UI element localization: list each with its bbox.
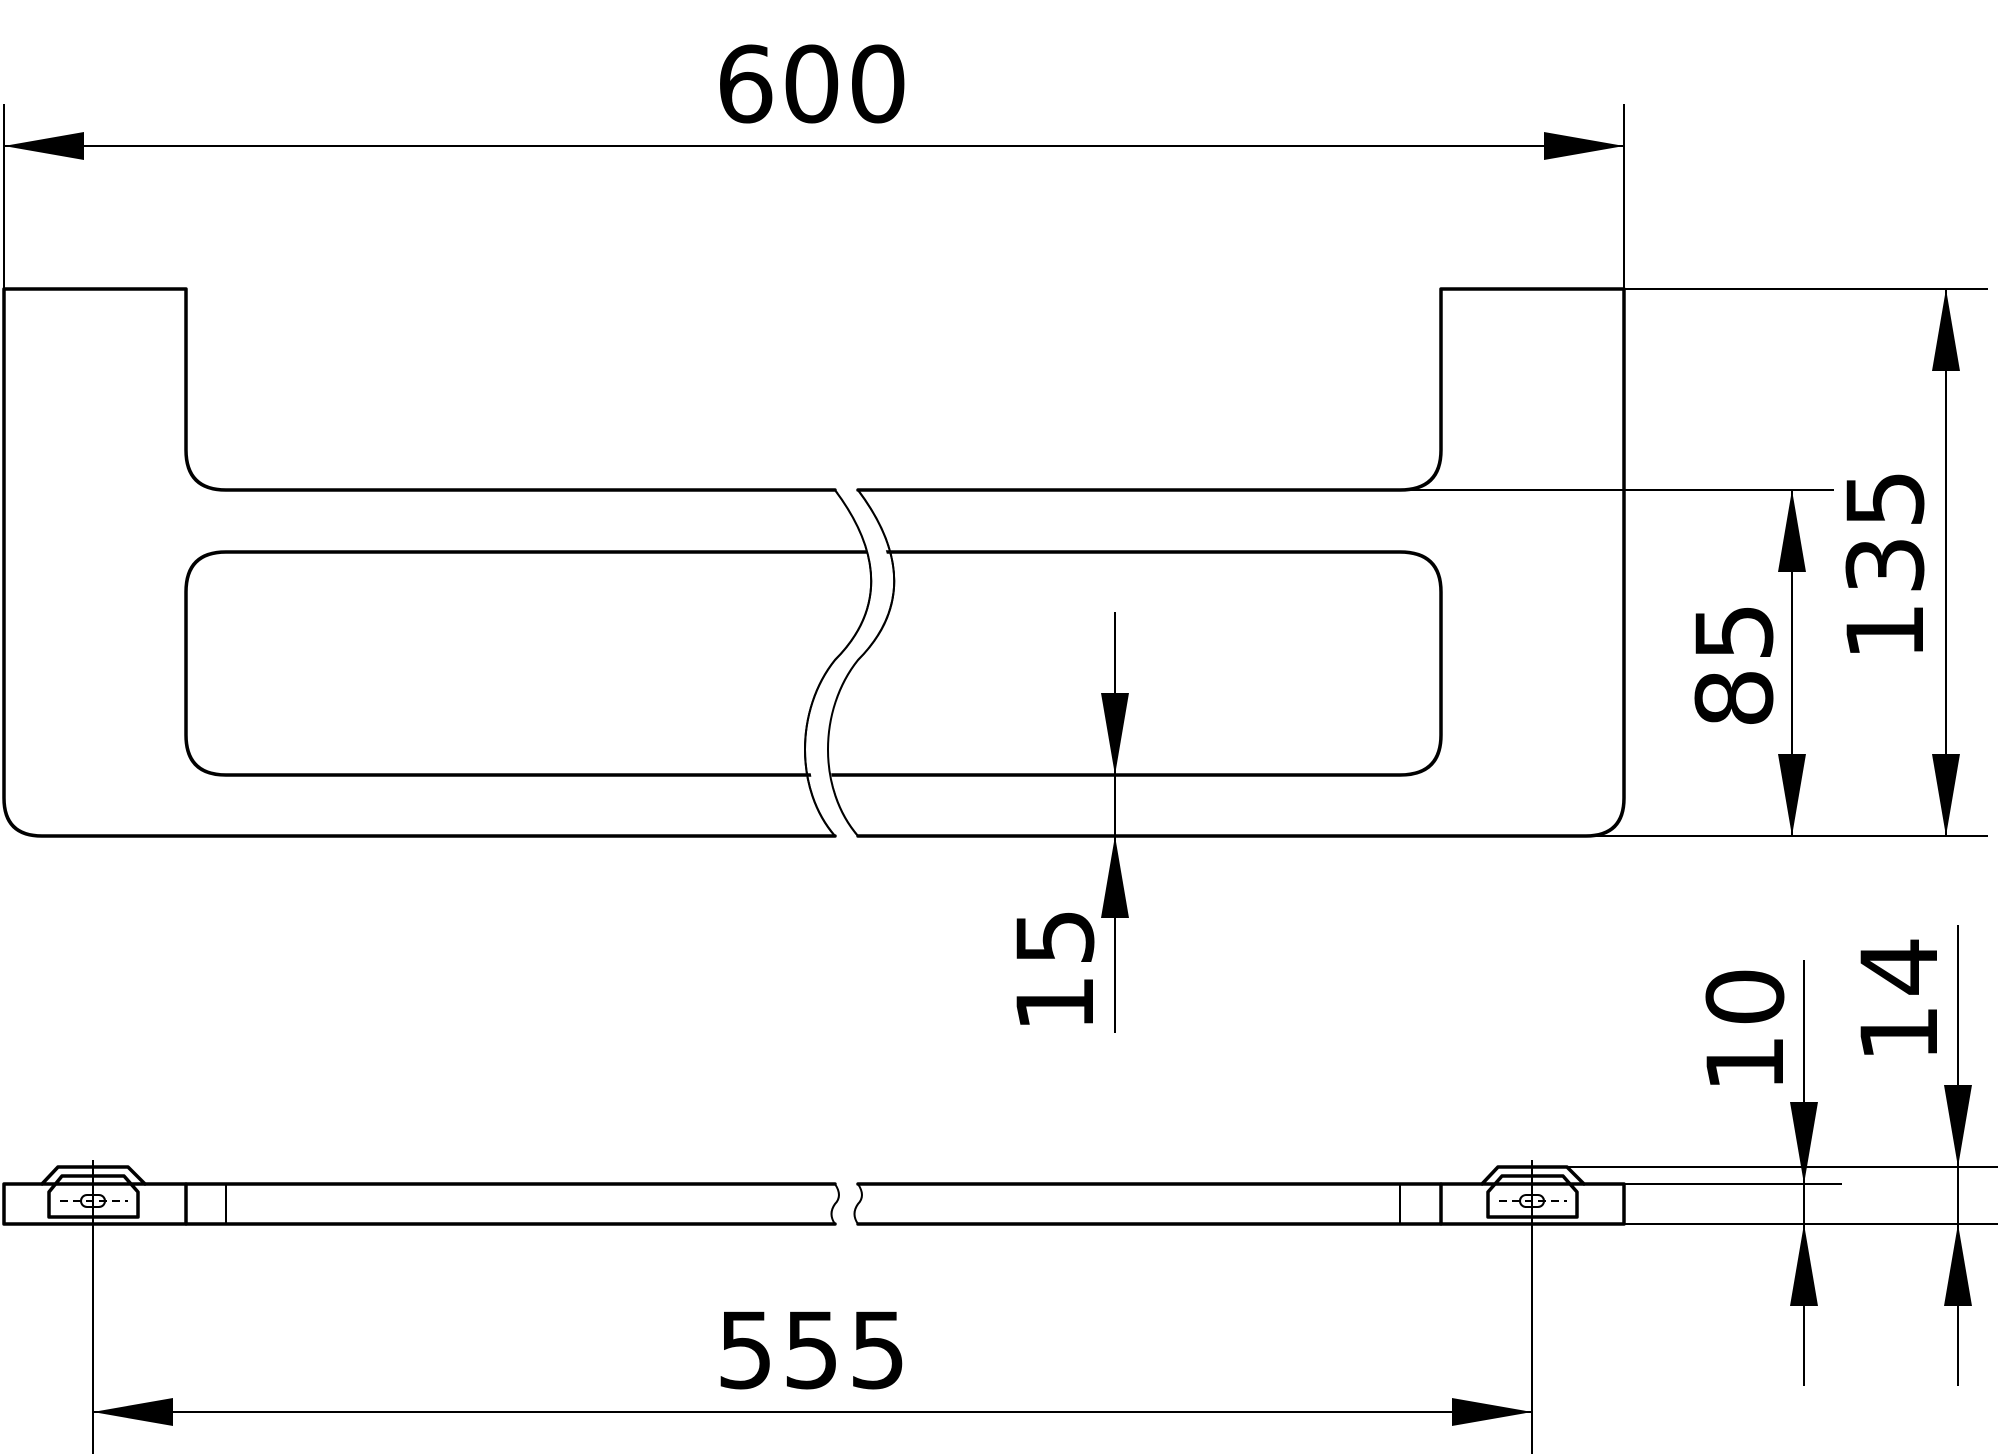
dimension-10: 10 [1584, 960, 1842, 1386]
frame-outline-left [2, 287, 837, 838]
dimension-label-14: 14 [1840, 934, 1962, 1066]
arrowhead [1452, 1398, 1532, 1426]
dimension-label-85: 85 [1675, 599, 1797, 731]
dimension-555: 555 [92, 1160, 1533, 1454]
arrowhead [1790, 1102, 1818, 1184]
break-gap [808, 493, 891, 833]
dimension-15: 15 [996, 612, 1129, 1036]
frame-outline-right [856, 287, 1626, 838]
dimension-label-135: 135 [1826, 466, 1948, 665]
arrowhead [93, 1398, 173, 1426]
dimension-135: 135 [1586, 288, 1988, 837]
arrowhead [1778, 490, 1806, 572]
dimension-85: 85 [1400, 489, 1834, 836]
dimension-label-10: 10 [1686, 964, 1808, 1096]
side-view [2, 1165, 1626, 1226]
inner-rail [184, 550, 1443, 777]
arrowhead [1944, 1224, 1972, 1306]
dimension-label-555: 555 [713, 1291, 912, 1413]
arrowhead [1101, 836, 1129, 918]
dimension-14: 14 [1567, 925, 1998, 1386]
bar-left [2, 1182, 837, 1226]
bar-right [856, 1182, 1626, 1226]
arrowhead [1101, 693, 1129, 775]
arrowhead [4, 132, 84, 160]
arrowhead [1944, 1085, 1972, 1167]
arrowhead [1544, 132, 1624, 160]
dimension-label-15: 15 [996, 904, 1118, 1036]
front-view [2, 287, 1626, 838]
dimension-label-600: 600 [713, 25, 912, 147]
arrowhead [1778, 754, 1806, 836]
arrowhead [1932, 289, 1960, 371]
arrowhead [1932, 754, 1960, 836]
arrowhead [1790, 1224, 1818, 1306]
dimension-600: 600 [3, 25, 1625, 289]
